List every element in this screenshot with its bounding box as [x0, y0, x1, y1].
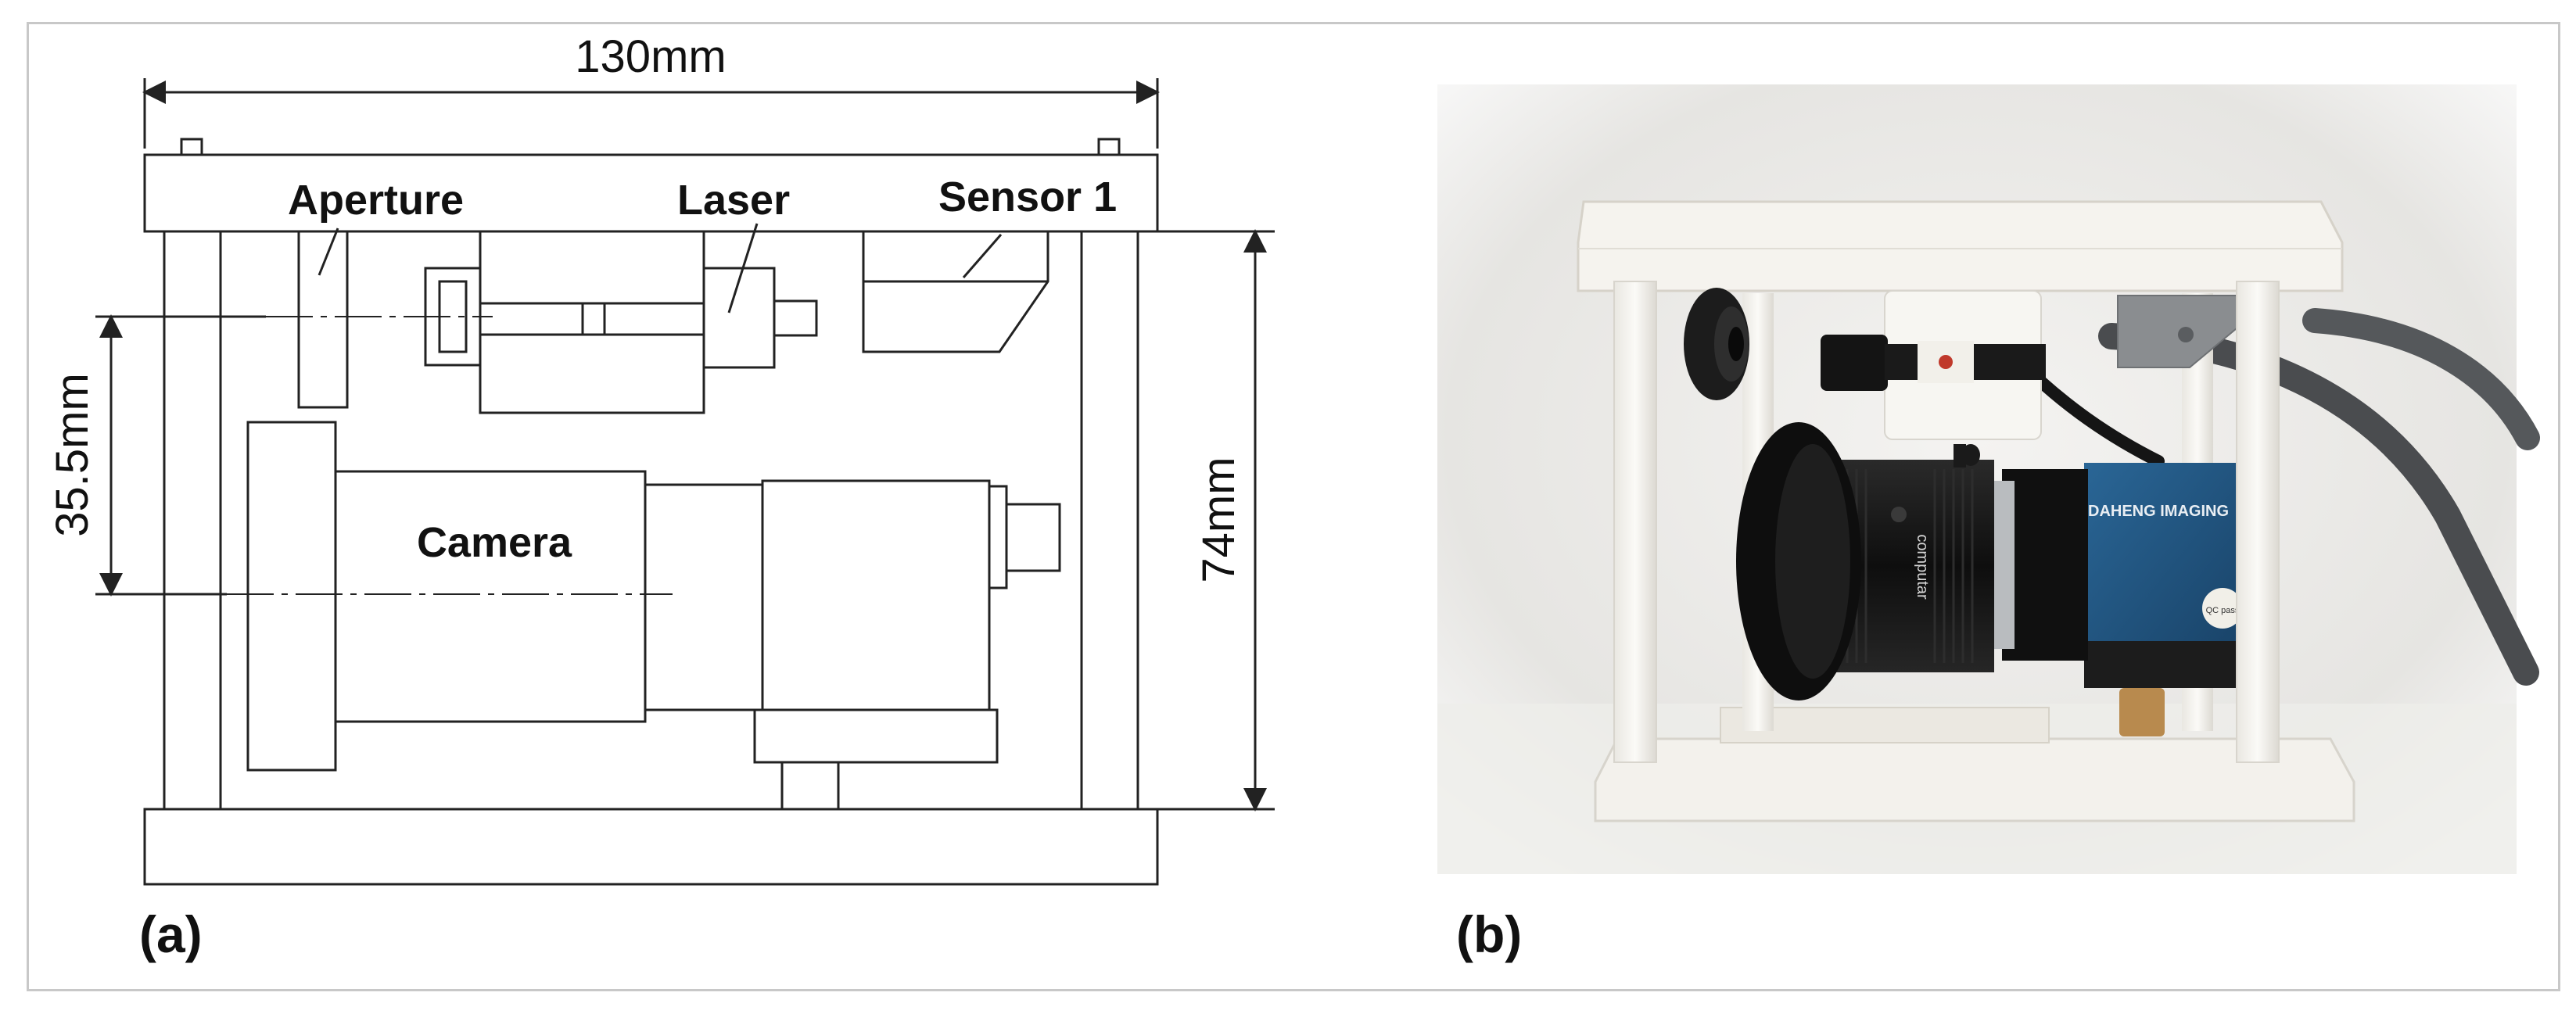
aperture-part [297, 230, 349, 409]
bottom-plate [143, 808, 1159, 886]
device-photo: DAHENG IMAGING QC pass computar [1437, 84, 2540, 963]
camera-body [761, 479, 991, 717]
photo-camera-shelf [1720, 707, 2050, 743]
photo-lens-rear [2002, 469, 2088, 661]
laser-label: Laser [677, 177, 790, 224]
top-plate [143, 153, 1159, 233]
camera-base-plate [753, 708, 999, 764]
photo-brass-standoff [2119, 688, 2165, 736]
peg-right [1097, 138, 1121, 156]
photo-pillar-front-right [2236, 281, 2280, 763]
camera-tripod-post [780, 761, 840, 811]
qc-sticker-text: QC pass [2206, 606, 2240, 615]
photo-pillar-front-left [1613, 281, 1657, 763]
camera-label: Camera [417, 519, 572, 566]
peg-left [180, 138, 203, 156]
laser-collar [581, 302, 606, 336]
photo-bottom-plate [1594, 737, 2355, 822]
photo-top-plate [1577, 200, 2344, 292]
aperture-label: Aperture [288, 177, 464, 224]
panel-b-label: (b) [1456, 905, 1522, 963]
camera-brand-text: DAHENG IMAGING [2088, 503, 2229, 520]
laser-leader [727, 223, 759, 314]
photo-qc-sticker [2202, 588, 2243, 629]
photo-sensor-bracket [2117, 295, 2237, 368]
camera-connector [1005, 503, 1061, 572]
pillar-right [1080, 230, 1139, 811]
height-dimension-label: 74mm [1193, 457, 1244, 582]
sensor-leader [962, 234, 1003, 278]
camera-lens-front [246, 421, 337, 772]
camera-connector-plate [988, 485, 1008, 589]
technical-drawing: 130mm Aperture Laser Sensor 1 [47, 31, 1275, 963]
laser-housing [702, 267, 776, 369]
panel-a-label: (a) [139, 905, 203, 963]
laser-mount-upper [479, 230, 705, 305]
photo-laser-head [1821, 335, 1888, 391]
sensor-part [862, 230, 1049, 353]
laser-mount-lower [479, 333, 705, 414]
camera-lens-barrel [334, 470, 647, 723]
lens-text: computar [1914, 534, 1931, 600]
pillar-left [163, 230, 222, 811]
photo-lens-silver-ring [1991, 481, 2015, 649]
camera-lens-mount [644, 483, 764, 711]
cable-upper [2302, 308, 2540, 450]
aperture-leader [318, 228, 339, 276]
sensor-label: Sensor 1 [938, 174, 1117, 220]
offset-dimension-label: 35.5mm [47, 373, 98, 537]
laser-tail [773, 299, 818, 337]
width-dimension-label: 130mm [575, 31, 726, 82]
cable-lower [2098, 323, 2539, 686]
